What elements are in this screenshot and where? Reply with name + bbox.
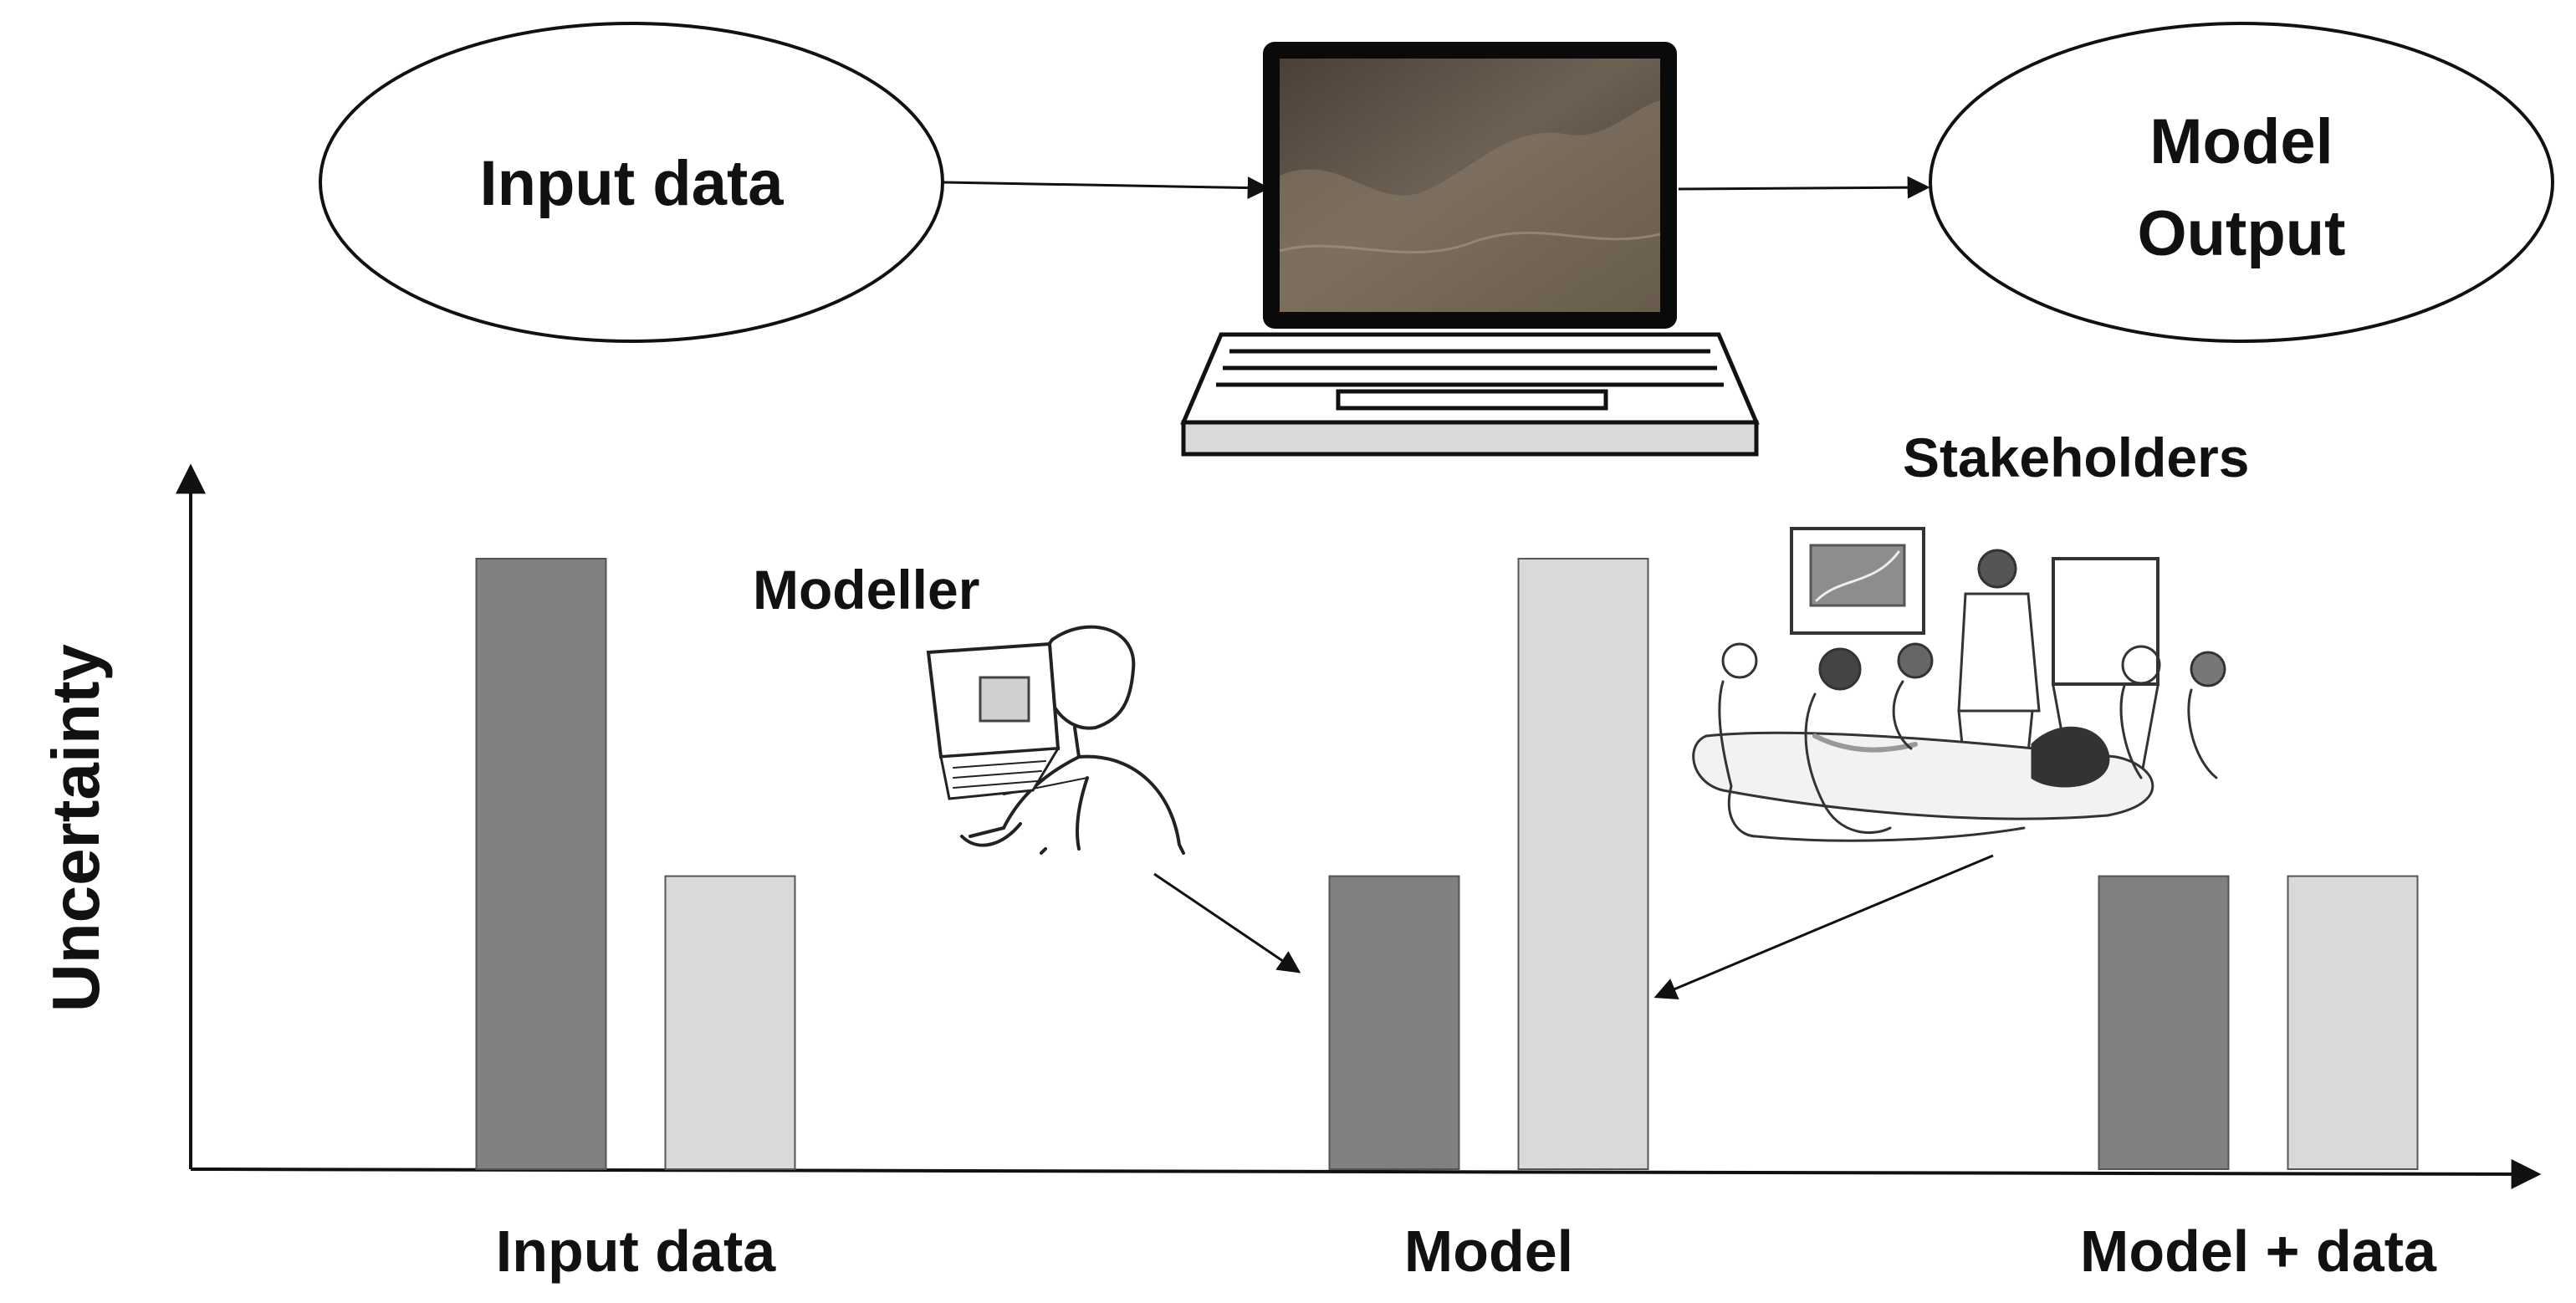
bar-1-dark (475, 558, 607, 1170)
person-with-laptop-icon (926, 625, 1185, 855)
bar-2-dark (1328, 875, 1460, 1170)
modeller-arrow (1153, 872, 1301, 973)
uncertainty-bar-chart: Uncertainty Input data Model Model + data (38, 463, 2542, 1284)
input-data-node-label: Input data (479, 148, 784, 219)
category-labels: Input data Model Model + data (496, 1219, 2437, 1284)
model-output-label-line1: Model (2149, 106, 2333, 177)
bar-2-light (1517, 558, 1649, 1170)
meeting-illustration-icon (1692, 527, 2226, 842)
bar-3-light (2287, 875, 2419, 1170)
input-data-node: Input data (319, 22, 944, 343)
stakeholders-label: Stakeholders (1903, 427, 2250, 488)
model-output-node: Model Output (1929, 22, 2554, 343)
category-label-1: Input data (496, 1219, 776, 1284)
y-axis-label: Uncertainty (38, 643, 113, 1012)
modeller-figure: Modeller (753, 559, 1301, 973)
stakeholders-arrow (1653, 854, 1994, 1000)
bar-1-light (664, 875, 796, 1170)
model-to-output-arrow (1678, 176, 1930, 199)
model-output-label-line2: Output (2137, 198, 2345, 269)
bars-group (475, 558, 2419, 1170)
category-label-2: Model (1404, 1219, 1573, 1284)
modeller-label: Modeller (753, 559, 979, 621)
input-to-model-arrow (943, 176, 1270, 200)
stakeholders-figure: Stakeholders (1653, 427, 2250, 1000)
bar-3-dark (2098, 875, 2230, 1170)
category-label-3: Model + data (2080, 1219, 2437, 1284)
laptop-model-icon (1180, 42, 1760, 457)
